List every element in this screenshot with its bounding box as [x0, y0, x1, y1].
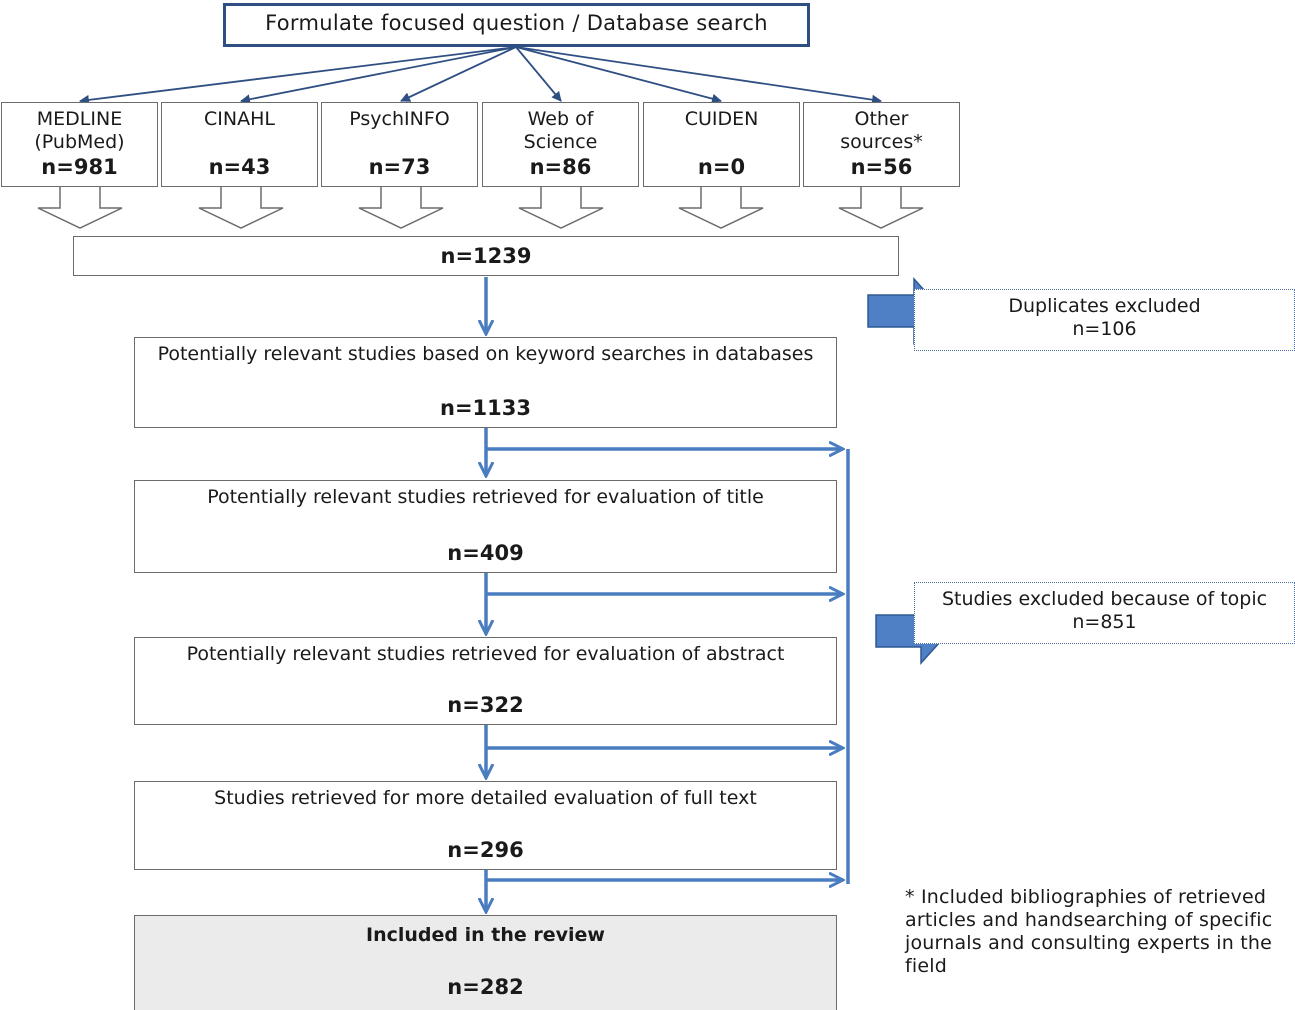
topic-excluded-box: Studies excluded because of topic n=851 — [914, 582, 1295, 644]
arrow-to-other — [515, 46, 882, 105]
topic-excluded-label: Studies excluded because of topic — [941, 588, 1268, 610]
total-box: n=1239 — [73, 236, 899, 276]
down-arrow-other — [838, 187, 924, 229]
step-box-abstract: Potentially relevant studies retrieved f… — [134, 637, 837, 725]
step-count: n=322 — [447, 693, 524, 717]
step-label: Studies retrieved for more detailed eval… — [214, 787, 757, 809]
db-box-medline: MEDLINE (PubMed) n=981 — [1, 102, 158, 187]
db-box-cinahl: CINAHL n=43 — [161, 102, 318, 187]
down-arrow-wos — [518, 187, 604, 229]
db-box-wos: Web of Science n=86 — [482, 102, 639, 187]
step-label: Potentially relevant studies retrieved f… — [186, 643, 785, 665]
duplicates-excluded-box: Duplicates excluded n=106 — [914, 289, 1295, 351]
search-question-box: Formulate focused question / Database se… — [223, 3, 810, 47]
db-count: n=86 — [529, 155, 592, 179]
arrow-to-wos — [515, 46, 562, 102]
search-question-label: Formulate focused question / Database se… — [265, 11, 768, 35]
exclusion-branches — [486, 449, 850, 884]
arrow-to-medline — [79, 46, 517, 105]
step-count: n=409 — [447, 541, 524, 565]
step-count: n=296 — [447, 838, 524, 862]
topic-excluded-count: n=851 — [1072, 611, 1137, 633]
db-count: n=73 — [368, 155, 431, 179]
db-name: CUIDEN — [684, 108, 759, 130]
step-label: Potentially relevant studies retrieved f… — [207, 486, 764, 508]
step-count: n=1133 — [440, 396, 531, 420]
down-arrow-medline — [37, 187, 123, 229]
step-box-title: Potentially relevant studies retrieved f… — [134, 480, 837, 573]
duplicates-label: Duplicates excluded — [1008, 295, 1201, 317]
down-arrow-cuiden — [678, 187, 764, 229]
arrow-to-psychinfo — [400, 46, 517, 102]
step-box-keyword-search: Potentially relevant studies based on ke… — [134, 337, 837, 428]
db-name: CINAHL — [204, 108, 275, 130]
db-count: n=43 — [208, 155, 271, 179]
db-count: n=981 — [41, 155, 118, 179]
db-name: PsychINFO — [349, 108, 450, 130]
footnote: * Included bibliographies of retrieved a… — [905, 886, 1273, 977]
final-label: Included in the review — [366, 924, 605, 946]
db-box-cuiden: CUIDEN n=0 — [643, 102, 800, 187]
db-box-other: Other sources* n=56 — [803, 102, 960, 187]
down-arrow-cinahl — [198, 187, 284, 229]
step-box-full-text: Studies retrieved for more detailed eval… — [134, 781, 837, 870]
total-count: n=1239 — [440, 244, 532, 268]
db-name: MEDLINE (PubMed) — [34, 108, 125, 153]
block-down-arrows — [37, 187, 924, 229]
db-count: n=0 — [697, 155, 746, 179]
duplicates-count: n=106 — [1072, 318, 1137, 340]
db-count: n=56 — [850, 155, 913, 179]
included-in-review-box: Included in the review n=282 — [134, 915, 837, 1010]
db-name: Other sources* — [840, 108, 923, 153]
down-arrow-psychinfo — [358, 187, 444, 229]
arrow-to-cinahl — [240, 46, 517, 105]
fan-out-arrows — [79, 46, 882, 105]
arrow-to-cuiden — [515, 46, 722, 104]
db-name: Web of Science — [523, 108, 598, 153]
step-label: Potentially relevant studies based on ke… — [157, 343, 814, 365]
db-box-psychinfo: PsychINFO n=73 — [321, 102, 478, 187]
final-count: n=282 — [447, 975, 524, 999]
